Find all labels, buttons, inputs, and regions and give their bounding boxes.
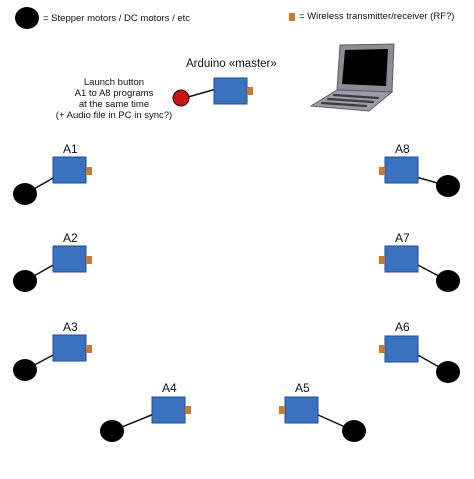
arduino-board bbox=[52, 334, 87, 362]
node-a5 bbox=[279, 396, 366, 442]
master-board bbox=[213, 77, 248, 105]
node-label-a1: A1 bbox=[63, 142, 78, 156]
node-a4 bbox=[100, 396, 191, 442]
arduino-board bbox=[284, 396, 319, 424]
motor-icon bbox=[100, 420, 124, 442]
rf-module bbox=[86, 256, 92, 264]
arduino-board bbox=[151, 396, 186, 424]
node-label-a7: A7 bbox=[395, 231, 410, 245]
launch-button-caption: Launch button A1 to A8 programs at the s… bbox=[48, 77, 180, 121]
motor-icon bbox=[436, 270, 460, 292]
motor-legend-label: = Stepper motors / DC motors / etc bbox=[43, 13, 191, 24]
arduino-master bbox=[172, 77, 253, 107]
node-label-a2: A2 bbox=[63, 231, 78, 245]
rf-module bbox=[279, 406, 285, 414]
node-a8 bbox=[379, 156, 460, 197]
arduino-board bbox=[384, 156, 419, 184]
motor-icon bbox=[13, 270, 37, 292]
node-a6 bbox=[379, 335, 460, 383]
arduino-board bbox=[384, 335, 419, 363]
rf-module bbox=[379, 167, 385, 175]
rf-legend-label: = Wireless transmitter/receiver (RF?) bbox=[299, 11, 455, 22]
arduino-board bbox=[52, 156, 87, 184]
node-a1 bbox=[13, 156, 92, 205]
motor-icon bbox=[436, 361, 460, 383]
node-a3 bbox=[13, 334, 92, 381]
node-label-a3: A3 bbox=[63, 320, 78, 334]
master-label: Arduino «master» bbox=[186, 58, 277, 70]
motor-legend-icon bbox=[15, 7, 39, 29]
launch-line: (+ Audio file in PC in sync?) bbox=[55, 110, 173, 121]
rf-module bbox=[86, 167, 92, 175]
node-label-a6: A6 bbox=[395, 320, 410, 334]
arduino-board bbox=[384, 245, 419, 273]
rf-module bbox=[185, 406, 191, 414]
node-a2 bbox=[13, 245, 92, 292]
master-rf-module bbox=[247, 87, 253, 95]
node-label-a4: A4 bbox=[162, 381, 177, 395]
laptop-icon bbox=[309, 43, 395, 112]
button-wire bbox=[187, 88, 217, 98]
launch-line: at the same time bbox=[78, 99, 150, 110]
rf-module bbox=[379, 345, 385, 353]
node-label-a5: A5 bbox=[295, 381, 310, 395]
rf-module bbox=[86, 345, 92, 353]
launch-button[interactable] bbox=[172, 89, 190, 107]
motor-icon bbox=[13, 183, 37, 205]
launch-line: A1 to A8 programs bbox=[74, 88, 154, 99]
motor-icon bbox=[436, 175, 460, 197]
motor-icon bbox=[13, 359, 37, 381]
rf-module bbox=[379, 256, 385, 264]
node-label-a8: A8 bbox=[395, 142, 410, 156]
arduino-board bbox=[52, 245, 87, 273]
rf-legend-icon bbox=[289, 13, 295, 21]
launch-line: Launch button bbox=[83, 77, 145, 88]
motor-icon bbox=[342, 420, 366, 442]
node-a7 bbox=[379, 245, 460, 292]
legend bbox=[15, 7, 295, 29]
